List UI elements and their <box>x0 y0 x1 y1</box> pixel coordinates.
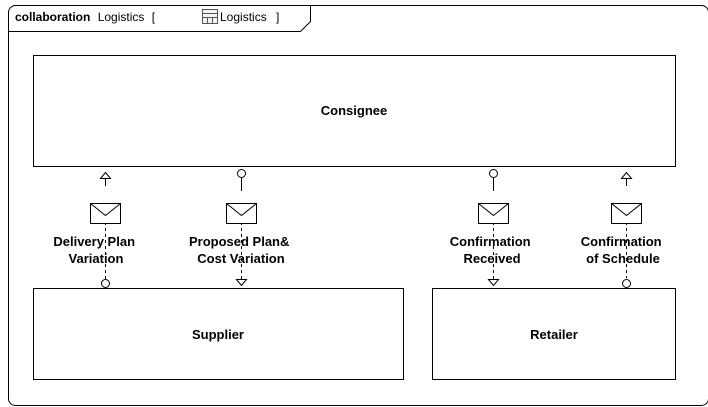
message-label-line2: Variation <box>69 251 124 266</box>
frame-bracket-open: [ <box>152 10 156 24</box>
connector-confirmation-received[interactable]: Confirmation Received <box>450 169 535 287</box>
envelope-icon <box>478 203 509 224</box>
frame-keyword: collaboration <box>15 10 90 24</box>
message-label-line2: of Schedule <box>586 251 660 266</box>
connector-delivery-plan-variation[interactable]: Delivery Plan Variation <box>53 171 138 288</box>
envelope-icon <box>611 203 642 224</box>
ball-icon <box>237 169 246 178</box>
arrow-up-icon <box>620 171 633 179</box>
arrow-down-icon <box>487 279 500 287</box>
message-label-line2: Received <box>463 251 520 266</box>
message-label-line1: Delivery Plan <box>53 234 135 249</box>
role-supplier-label: Supplier <box>192 327 244 342</box>
svg-text:Delivery Plan Variation: Delivery Plan Variation <box>53 234 138 266</box>
frame-type-name: Logistics <box>220 10 267 24</box>
role-retailer-label: Retailer <box>530 327 578 342</box>
ball-icon <box>489 169 498 178</box>
svg-text:Logistics ]: Logistics ] <box>220 10 279 24</box>
envelope-icon <box>226 203 257 224</box>
role-retailer[interactable]: Retailer <box>432 288 676 380</box>
svg-text:Proposed Plan& Cost Vari: Proposed Plan& Cost Variation <box>189 234 293 266</box>
frame-bracket-close: ] <box>276 10 279 24</box>
ball-icon <box>101 279 110 288</box>
connector-confirmation-of-schedule[interactable]: Confirmation of Schedule <box>581 171 666 288</box>
frame-tab <box>8 5 311 32</box>
svg-text:Confirmation of Schedule: Confirmation of Schedule <box>581 234 666 266</box>
envelope-icon <box>90 203 121 224</box>
arrow-down-icon <box>235 279 248 287</box>
connector-proposed-plan-cost-variation[interactable]: Proposed Plan& Cost Variation <box>189 169 293 287</box>
svg-text:collaboration Logistics: collaboration Logistics [ <box>15 10 156 24</box>
role-consignee[interactable]: Consignee <box>33 55 676 167</box>
svg-text:Confirmation Received: Confirmation Received <box>450 234 535 266</box>
arrow-up-icon <box>99 171 112 179</box>
message-label-line2: Cost Variation <box>197 251 284 266</box>
frame-name: Logistics <box>98 10 145 24</box>
message-label-line1: Proposed Plan& <box>189 234 289 249</box>
message-label-line1: Confirmation <box>450 234 531 249</box>
role-supplier[interactable]: Supplier <box>33 288 404 380</box>
message-label-line1: Confirmation <box>581 234 662 249</box>
role-consignee-label: Consignee <box>321 103 387 118</box>
ball-icon <box>622 279 631 288</box>
collaboration-type-icon <box>202 9 218 24</box>
